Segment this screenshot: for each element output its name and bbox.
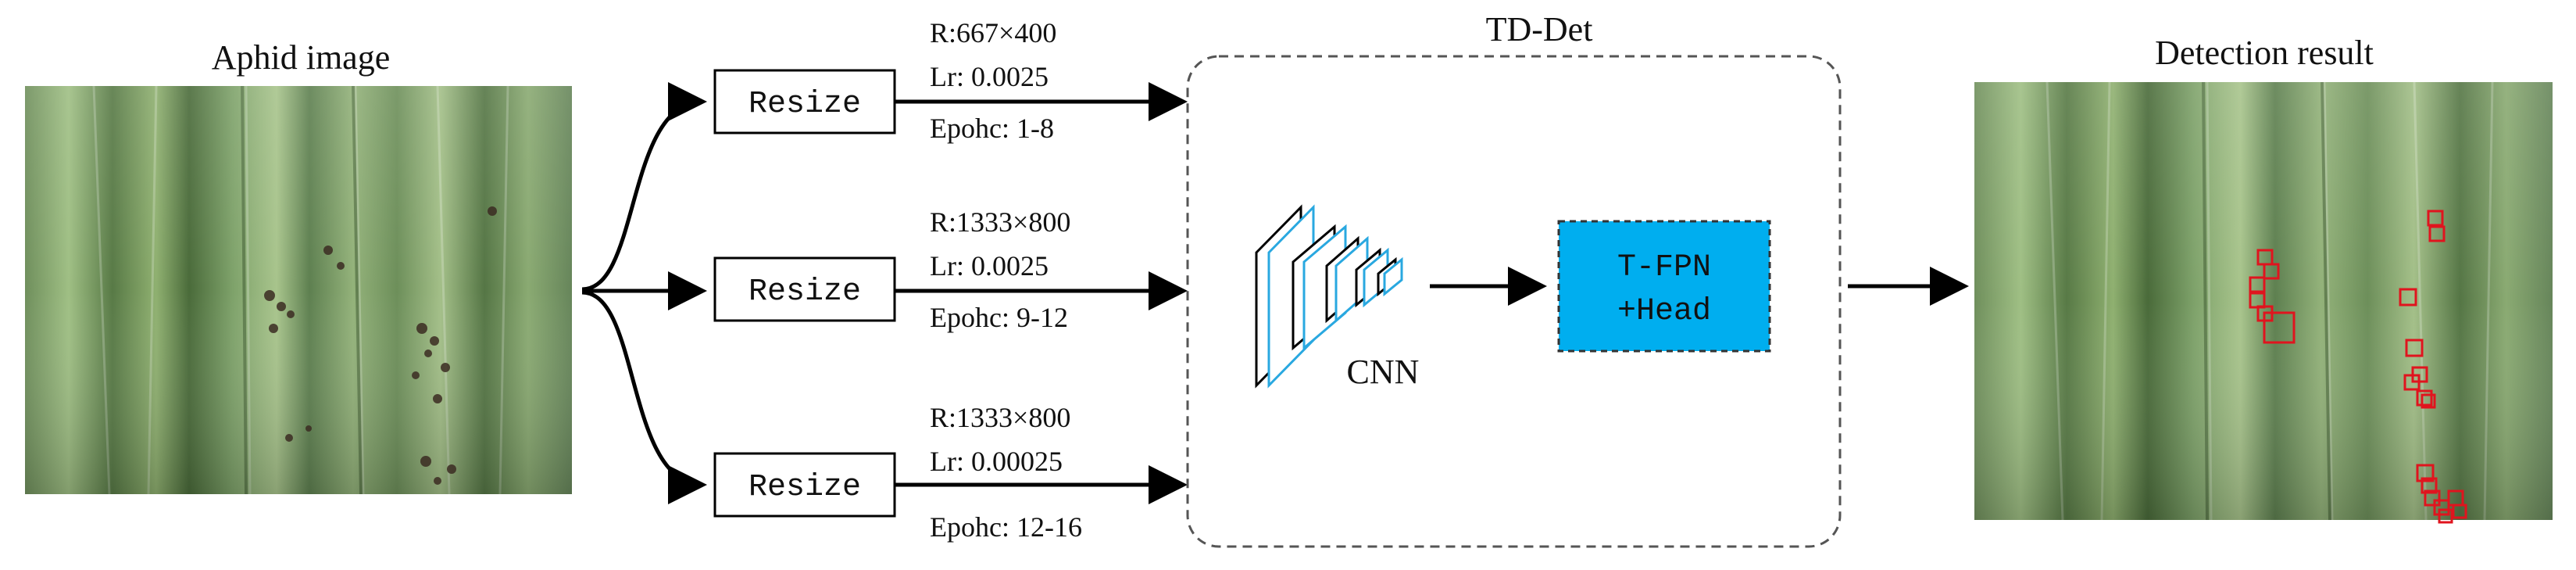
learning-rate-text: Lr: 0.00025 — [930, 446, 1063, 477]
branch-1: Resize R:667×400 Lr: 0.0025 Epohc: 1-8 — [713, 17, 1188, 144]
resize-box — [713, 69, 896, 134]
td-det-model: TD-Det CNN T-FPN +Head — [1186, 10, 1842, 548]
split-arrow-bottom — [581, 290, 707, 504]
resize-label: Resize — [749, 87, 861, 122]
branch-3: Resize R:1333×800 Lr: 0.00025 Epohc: 12-… — [713, 402, 1188, 543]
model-container — [1186, 55, 1842, 548]
resize-label: Resize — [749, 274, 861, 310]
tfpn-head-block — [1557, 220, 1771, 353]
split-arrow-top — [581, 82, 707, 292]
model-title: TD-Det — [1486, 10, 1593, 48]
epoch-text: Epohc: 12-16 — [930, 511, 1082, 543]
cnn-label: CNN — [1347, 353, 1420, 391]
head-label: +Head — [1617, 294, 1711, 329]
resolution-text: R:667×400 — [930, 17, 1056, 48]
aphid-image — [25, 85, 572, 495]
output-title: Detection result — [2155, 34, 2374, 72]
input-section: Aphid image — [25, 38, 572, 495]
output-section: Detection result — [1974, 34, 2553, 524]
epoch-text: Epohc: 1-8 — [930, 113, 1054, 144]
cnn-layers-icon — [1255, 204, 1403, 389]
resolution-text: R:1333×800 — [930, 402, 1070, 433]
resize-box — [713, 256, 896, 322]
input-title: Aphid image — [212, 38, 391, 77]
learning-rate-text: Lr: 0.0025 — [930, 61, 1049, 92]
detection-boxes — [2249, 210, 2467, 524]
branch-2: Resize R:1333×800 Lr: 0.0025 Epohc: 9-12 — [713, 206, 1188, 333]
resolution-text: R:1333×800 — [930, 206, 1070, 238]
resize-label: Resize — [749, 470, 861, 505]
learning-rate-text: Lr: 0.0025 — [930, 250, 1049, 281]
epoch-text: Epohc: 9-12 — [930, 302, 1068, 333]
tfpn-label: T-FPN — [1617, 250, 1711, 285]
split-connectors — [581, 82, 707, 504]
detection-result-image — [1974, 81, 2553, 524]
